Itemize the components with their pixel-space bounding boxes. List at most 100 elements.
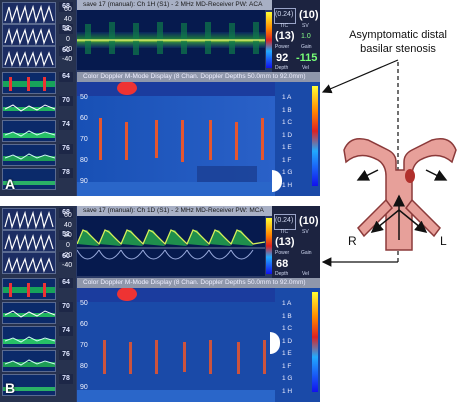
scale-tick: 0 <box>66 36 70 43</box>
annotation-text: Asymptomatic distal basilar stenosis <box>340 28 456 56</box>
gate-label[interactable]: 1 A <box>282 94 292 101</box>
thumbnail-number: 64 <box>59 72 73 82</box>
mmode-title: Color Doppler M-Mode Display (8 Chan. Do… <box>77 278 320 288</box>
readout-value: 1.0 <box>301 33 311 40</box>
callout-arrow-a <box>321 59 399 94</box>
doppler-title: save 17 (manual): Ch 1D (S1) - 2 MHz MD-… <box>77 206 272 216</box>
depth-tick: 80 <box>80 363 88 370</box>
spectrogram <box>77 10 265 70</box>
thumbnail-number: 68 <box>59 2 73 12</box>
gate-list: 1 A 1 B 1 C 1 D 1 E 1 F 1 G 1 H <box>282 298 298 398</box>
scale-tick: -40 <box>62 262 73 269</box>
spectro-colorbar <box>266 218 272 274</box>
thumbnail-1[interactable] <box>2 208 56 230</box>
gate-list: 1 A 1 B 1 C 1 D 1 E 1 F 1 G 1 H <box>282 92 298 192</box>
readout-value: (0.24) <box>275 217 294 224</box>
scale-tick: 20 <box>64 232 72 239</box>
readout-value: 68 <box>276 258 289 270</box>
annotation-line-1: Asymptomatic distal <box>349 29 447 41</box>
flow-arrows <box>356 169 448 240</box>
gate-label[interactable]: 1 G <box>282 169 293 176</box>
gate-label[interactable]: 1 G <box>282 375 293 382</box>
scale-tick: 40 <box>64 16 72 23</box>
scale-tick: -20 <box>62 252 73 259</box>
spectrogram <box>77 216 265 276</box>
side-label-left: L <box>440 234 447 248</box>
thumbnail-5[interactable] <box>2 96 56 118</box>
panel-a: 68 52 60 64 70 74 76 78 A save 17 (manua… <box>0 0 320 196</box>
readout-caption: Depth <box>275 65 289 71</box>
readout-caption: Power <box>275 250 290 256</box>
gate-label[interactable]: 1 D <box>282 337 293 345</box>
thumbnail-strip: 68 52 60 64 70 74 76 78 <box>0 206 76 402</box>
scale-tick: 60 <box>64 6 72 13</box>
readout-caption: Gain <box>301 44 312 50</box>
depth-tick: 90 <box>80 384 88 391</box>
readout-box[interactable] <box>274 8 296 24</box>
gate-marker <box>270 332 280 354</box>
depth-tick: 60 <box>80 115 88 122</box>
thumbnail-6[interactable] <box>2 326 56 348</box>
gate-label[interactable]: 1 H <box>282 181 293 189</box>
annotation-line-2: basilar stenosis <box>360 43 436 55</box>
mmode-title: Color Doppler M-Mode Display (8 Chan. Do… <box>77 72 320 82</box>
scale-tick: -40 <box>62 56 73 63</box>
scale-tick: 20 <box>64 26 72 33</box>
thumbnail-5[interactable] <box>2 302 56 324</box>
thumbnail-4[interactable] <box>2 72 56 94</box>
mmode-colorbar <box>312 292 318 392</box>
depth-tick: 70 <box>80 342 88 349</box>
depth-tick: 50 <box>80 94 88 101</box>
thumbnail-3[interactable] <box>2 46 56 68</box>
thumbnail-number: 60 <box>59 46 73 56</box>
thumbnail-4[interactable] <box>2 278 56 300</box>
panel-label: A <box>5 176 16 192</box>
panel-b: 68 52 60 64 70 74 76 78 B save 17 (manua… <box>0 206 320 402</box>
gate-label[interactable]: 1 E <box>282 350 292 357</box>
thumbnail-number: 70 <box>59 302 73 312</box>
depth-tick: 50 <box>80 300 88 307</box>
gate-label[interactable]: 1 D <box>282 131 293 139</box>
doppler-title: save 17 (manual): Ch 1H (S1) - 2 MHz MD-… <box>77 0 272 10</box>
gate-label[interactable]: 1 A <box>282 300 292 307</box>
thumbnail-number: 78 <box>59 168 73 178</box>
gate-label[interactable]: 1 B <box>282 312 292 320</box>
thumbnail-6[interactable] <box>2 120 56 142</box>
gate-label[interactable]: 1 B <box>282 106 292 114</box>
readout-caption: TIC <box>280 23 289 29</box>
readout-caption: Gain <box>301 250 312 256</box>
gate-label[interactable]: 1 C <box>282 119 293 126</box>
gate-label[interactable]: 1 F <box>282 362 292 370</box>
mmode-colorbar <box>312 86 318 186</box>
thumbnail-number: 52 <box>59 24 73 34</box>
readout-value: (0.24) <box>275 11 294 18</box>
basilar-vessel <box>343 138 457 251</box>
thumbnail-8[interactable] <box>2 168 56 190</box>
panel-label: B <box>5 380 16 396</box>
readout-value: (13) <box>275 236 295 248</box>
gate-label[interactable]: 1 H <box>282 387 293 395</box>
readout-box[interactable] <box>274 214 296 230</box>
thumbnail-7[interactable] <box>2 144 56 166</box>
gate-label[interactable]: 1 C <box>282 325 293 332</box>
thumbnail-8[interactable] <box>2 374 56 396</box>
thumbnail-3[interactable] <box>2 252 56 274</box>
depth-tick: 60 <box>80 321 88 328</box>
readout-caption: SV <box>302 23 309 29</box>
gate-marker <box>272 170 282 192</box>
thumbnail-number: 74 <box>59 326 73 336</box>
readout-caption: TIC <box>280 229 289 235</box>
scale-tick: -20 <box>62 46 73 53</box>
thumbnail-2[interactable] <box>2 24 56 46</box>
spectro-colorbar <box>266 12 272 68</box>
thumbnail-2[interactable] <box>2 230 56 252</box>
side-label-right: R <box>348 234 357 248</box>
thumbnail-number: 76 <box>59 144 73 154</box>
mmode-display <box>77 288 275 402</box>
gate-label[interactable]: 1 E <box>282 144 292 151</box>
readout-panel: (0.24) TIC (10) SV (13) Power 1.0 Gain 9… <box>272 0 320 72</box>
gate-label[interactable]: 1 F <box>282 156 292 164</box>
readout-value: -115 <box>296 52 318 64</box>
thumbnail-7[interactable] <box>2 350 56 372</box>
thumbnail-1[interactable] <box>2 2 56 24</box>
